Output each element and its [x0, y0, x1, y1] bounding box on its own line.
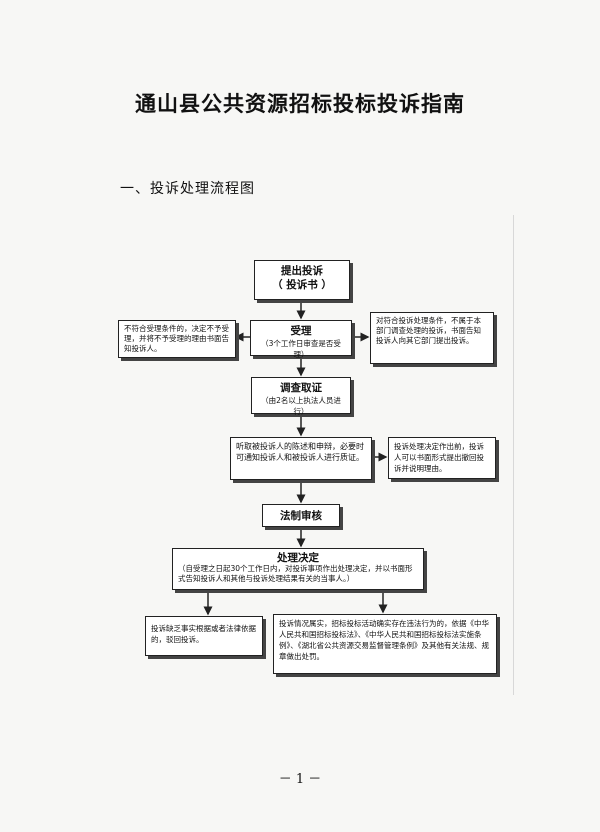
dismiss-text: 投诉缺乏事实根据或者法律依据的，驳回投诉。	[151, 624, 256, 644]
reject-left-text: 不符合受理条件的，决定不予受理，并将不予受理的理由书面告知投诉人。	[124, 324, 229, 353]
legal-review-title: 法制审核	[280, 510, 322, 522]
investigate-box: 调查取证 （由2名以上执法人员进行）	[251, 377, 351, 416]
investigate-title: 调查取证	[280, 382, 322, 394]
hearing-text: 听取被投诉人的陈述和申辩，必要时可通知投诉人和被投诉人进行质证。	[236, 442, 364, 462]
reject-right-text: 对符合投诉处理条件，不属于本部门调查处理的投诉，书面告知投诉人向其它部门提出投诉…	[376, 316, 481, 345]
decision-title: 处理决定	[277, 552, 319, 564]
penalty-box: 投诉情况属实，招标投标活动确实存在违法行为的，依据《中华人民共和国招标投标法》、…	[273, 614, 497, 674]
submit-complaint-box: 提出投诉 （ 投诉书 ）	[254, 260, 350, 300]
accept-box: 受理 （3个工作日审查是否受理）	[250, 320, 352, 359]
reject-right-box: 对符合投诉处理条件，不属于本部门调查处理的投诉，书面告知投诉人向其它部门提出投诉…	[370, 312, 494, 364]
investigate-subtitle: （由2名以上执法人员进行）	[261, 396, 341, 416]
decision-box: 处理决定 （自受理之日起30个工作日内，对投诉事项作出处理决定，并以书面形式告知…	[172, 548, 424, 590]
section-heading: 一、投诉处理流程图	[120, 181, 255, 197]
accept-subtitle: （3个工作日审查是否受理）	[261, 339, 341, 359]
reject-left-box: 不符合受理条件的，决定不予受理，并将不予受理的理由书面告知投诉人。	[118, 320, 236, 358]
decision-text: （自受理之日起30个工作日内，对投诉事项作出处理决定，并以书面形式告知投诉人和其…	[178, 564, 413, 583]
withdraw-text: 投诉处理决定作出前，投诉人可以书面形式提出撤回投诉并说明理由。	[394, 442, 484, 473]
submit-complaint-subtitle: （ 投诉书 ）	[272, 279, 332, 291]
page-title: 通山县公共资源招标投标投诉指南	[135, 92, 465, 116]
page-number: － 1 －	[278, 772, 322, 787]
accept-title: 受理	[290, 325, 312, 337]
submit-complaint-title: 提出投诉	[281, 265, 323, 277]
penalty-text: 投诉情况属实，招标投标活动确实存在违法行为的，依据《中华人民共和国招标投标法》、…	[279, 619, 489, 661]
legal-review-box: 法制审核	[262, 504, 340, 527]
dismiss-box: 投诉缺乏事实根据或者法律依据的，驳回投诉。	[145, 616, 263, 656]
hearing-box: 听取被投诉人的陈述和申辩，必要时可通知投诉人和被投诉人进行质证。	[230, 437, 372, 480]
withdraw-box: 投诉处理决定作出前，投诉人可以书面形式提出撤回投诉并说明理由。	[388, 437, 496, 479]
divider	[513, 215, 514, 695]
